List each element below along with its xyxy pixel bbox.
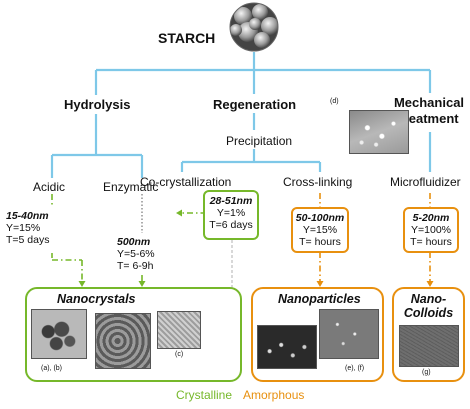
enzymatic-yield-box: 500nm Y=5-6% T= 6-9h (117, 233, 167, 275)
image-label-d: (d) (330, 98, 339, 105)
microfluid-yield-box: 5-20nm Y=100% T= hours (403, 207, 459, 253)
micrograph-d (349, 110, 409, 154)
method-mechanical-line1: Mechanical (393, 95, 465, 110)
sub-precipitation: Precipitation (226, 134, 293, 148)
image-label-ef: (e), (f) (345, 365, 365, 372)
legend-crystalline: Crystalline (176, 388, 233, 402)
cocryst-yield-box: 28-51nm Y=1% T=6 days (203, 190, 259, 240)
acidic-size: 15-40nm (6, 210, 49, 222)
cocryst-yield: Y=1% (216, 207, 246, 219)
acidic-time: T=5 days (6, 234, 50, 246)
cocryst-time: T=6 days (209, 219, 253, 231)
nanoparticles-title: Nanoparticles (278, 292, 361, 306)
sub-enzymatic: Enzymatic (103, 180, 159, 194)
nanocolloids-title-line2: Colloids (403, 306, 454, 320)
microfluid-size: 5-20nm (412, 212, 450, 224)
image-label-g: (g) (422, 369, 431, 376)
micrograph-a (31, 309, 87, 359)
legend-amorphous: Amorphous (243, 388, 305, 402)
cocryst-size: 28-51nm (209, 195, 253, 207)
sub-microfluidizer: Microfluidizer (390, 175, 461, 189)
nanocrystals-title: Nanocrystals (57, 292, 136, 306)
crosslink-yield: Y=15% (302, 224, 338, 236)
method-mechanical-line2: treatment (399, 111, 459, 126)
micrograph-g (399, 325, 459, 367)
method-hydrolysis: Hydrolysis (64, 97, 131, 112)
micrograph-e (257, 325, 317, 369)
method-mechanical: Mechanical treatment (384, 95, 470, 127)
enzymatic-time: T= 6-9h (117, 260, 154, 272)
crosslink-size: 50-100nm (295, 212, 345, 224)
microfluid-time: T= hours (410, 236, 452, 248)
micrograph-b (95, 313, 151, 369)
nanocrystals-panel: Nanocrystals (a), (b) (c) (25, 287, 242, 382)
micrograph-f (319, 309, 379, 359)
method-regeneration: Regeneration (213, 97, 297, 112)
sub-acidic: Acidic (33, 180, 66, 194)
nanoparticles-panel: Nanoparticles (e), (f) (251, 287, 384, 382)
acidic-yield: Y=15% (6, 222, 41, 234)
microfluid-yield: Y=100% (411, 224, 451, 236)
enzymatic-yield: Y=5-6% (117, 248, 155, 260)
image-label-c: (c) (175, 351, 184, 358)
micrograph-c (157, 311, 201, 349)
root-label: STARCH (158, 30, 216, 46)
sub-crosslinking: Cross-linking (283, 175, 353, 189)
nanocolloids-title: Nano- Colloids (394, 292, 463, 320)
crosslink-time: T= hours (299, 236, 341, 248)
crosslink-yield-box: 50-100nm Y=15% T= hours (291, 207, 349, 253)
image-label-ab: (a), (b) (41, 365, 62, 372)
starch-granule-image (229, 2, 279, 52)
acidic-yield-box: 15-40nm Y=15% T=5 days (6, 207, 56, 253)
sub-cocrystallization: Co-crystallization (140, 175, 232, 189)
nanocolloids-title-line1: Nano- (410, 292, 447, 306)
enzymatic-size: 500nm (117, 236, 151, 248)
nanocolloids-panel: Nano- Colloids (g) (392, 287, 465, 382)
